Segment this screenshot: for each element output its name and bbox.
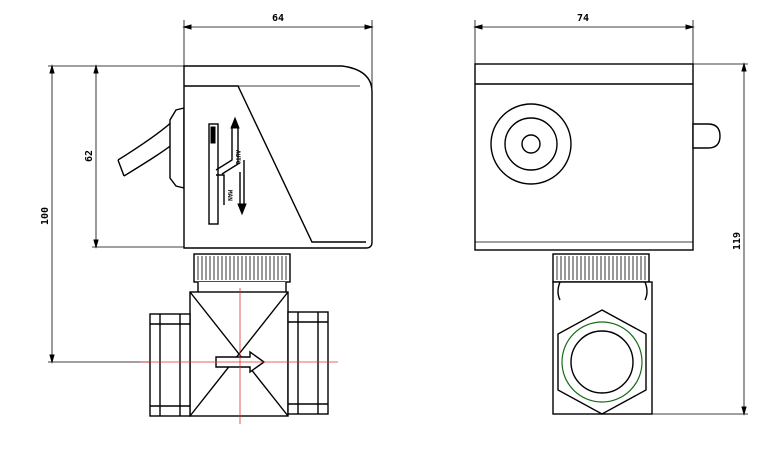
manual-override-dial — [490, 103, 572, 185]
front-width-label: 64 — [272, 13, 284, 24]
port-outer-ring — [561, 321, 643, 403]
valve-body-side — [552, 281, 653, 415]
side-height-dimension: 119 — [652, 62, 748, 416]
port-bore — [570, 330, 634, 394]
actuator-cover-edge — [184, 85, 366, 243]
auto-label: AUTO — [234, 150, 241, 165]
actuator-housing — [183, 65, 373, 249]
actuator-height-label: 62 — [84, 150, 95, 162]
side-view: 74 119 — [473, 13, 748, 416]
side-width-dimension: 74 — [473, 13, 695, 66]
valve-body-front — [149, 291, 329, 417]
mode-lever-icon: MAN AUTO — [208, 116, 247, 225]
side-knob — [692, 123, 721, 149]
front-overall-height-label: 100 — [40, 207, 51, 225]
manual-label: MAN — [226, 190, 233, 201]
hex-port — [557, 309, 647, 415]
side-overall-height-label: 119 — [732, 232, 743, 250]
side-width-label: 74 — [577, 13, 589, 24]
coupling-nut-side — [552, 253, 650, 283]
front-view: 64 62 100 — [40, 13, 374, 424]
cable-gland — [169, 107, 185, 189]
coupling-nut — [193, 253, 291, 283]
front-height-dimensions: 62 100 — [40, 64, 184, 364]
cable — [117, 117, 179, 177]
actuator-housing-side — [474, 63, 694, 251]
